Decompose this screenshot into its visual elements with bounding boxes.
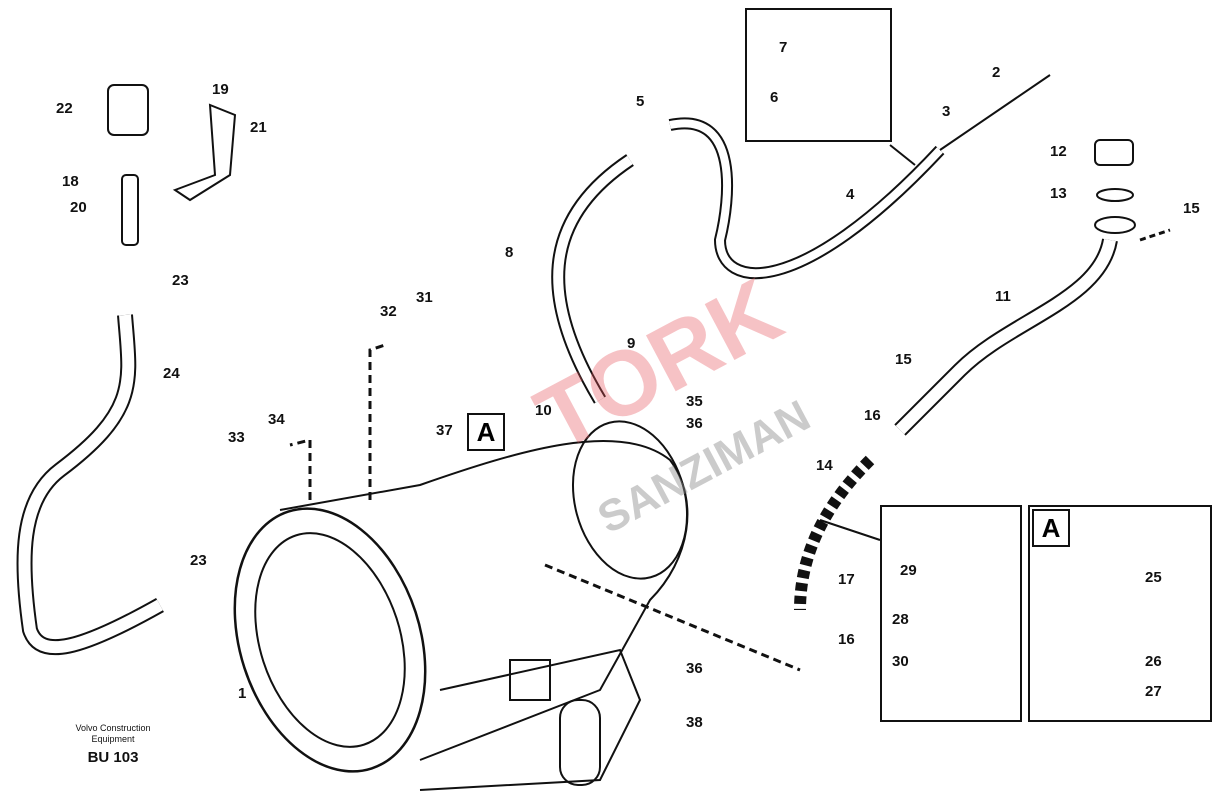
part-label: 21 (250, 119, 267, 136)
part-label: 15 (895, 351, 912, 368)
part-label: 23 (172, 272, 189, 289)
diagram-code: BU 103 (87, 749, 139, 766)
part-label: 26 (1145, 653, 1162, 670)
part-label: 6 (770, 89, 779, 106)
part-label: 28 (892, 611, 909, 628)
part-label: 14 (816, 457, 833, 474)
publisher-line1: Volvo Construction (75, 723, 151, 733)
part-label: 25 (1145, 569, 1162, 586)
part-label: 34 (268, 411, 285, 428)
part-label: 3 (942, 103, 951, 120)
part-label: 7 (779, 39, 788, 56)
part-label: 29 (900, 562, 917, 579)
part-label: 30 (892, 653, 909, 670)
part-label: 22 (56, 100, 73, 117)
part-label: 27 (1145, 683, 1162, 700)
part-label: 8 (505, 244, 514, 261)
part-label: 20 (70, 199, 87, 216)
part-label: 36 (686, 415, 703, 432)
part-label: 1 (238, 685, 247, 702)
part-label: 18 (62, 173, 79, 190)
detail-box-clamp-bottom (880, 505, 1022, 722)
part-label: 38 (686, 714, 703, 731)
part-label: 36 (686, 660, 703, 677)
part-label: 9 (627, 335, 636, 352)
publisher-line2: Equipment (91, 734, 135, 744)
part-label: 19 (212, 81, 229, 98)
part-label: 35 (686, 393, 703, 410)
part-label: 2 (992, 64, 1001, 81)
part-label: 15 (1183, 200, 1200, 217)
part-label: 12 (1050, 143, 1067, 160)
part-label: 5 (636, 93, 645, 110)
part-label: 33 (228, 429, 245, 446)
part-label: 13 (1050, 185, 1067, 202)
publisher-text: Volvo Construction Equipment (58, 723, 168, 745)
part-label: 10 (535, 402, 552, 419)
part-label: 16 (864, 407, 881, 424)
part-label: 4 (846, 186, 855, 203)
part-label: 32 (380, 303, 397, 320)
detail-a-callout: A (467, 413, 505, 451)
part-label: 31 (416, 289, 433, 306)
part-label: 16 (838, 631, 855, 648)
part-label: 11 (995, 288, 1011, 305)
part-label: 23 (190, 552, 207, 569)
part-label: 24 (163, 365, 180, 382)
part-label: 17 (838, 571, 855, 588)
detail-a-marker: A (1032, 509, 1070, 547)
detail-box-clamp-top (745, 8, 892, 142)
part-label: 37 (436, 422, 453, 439)
